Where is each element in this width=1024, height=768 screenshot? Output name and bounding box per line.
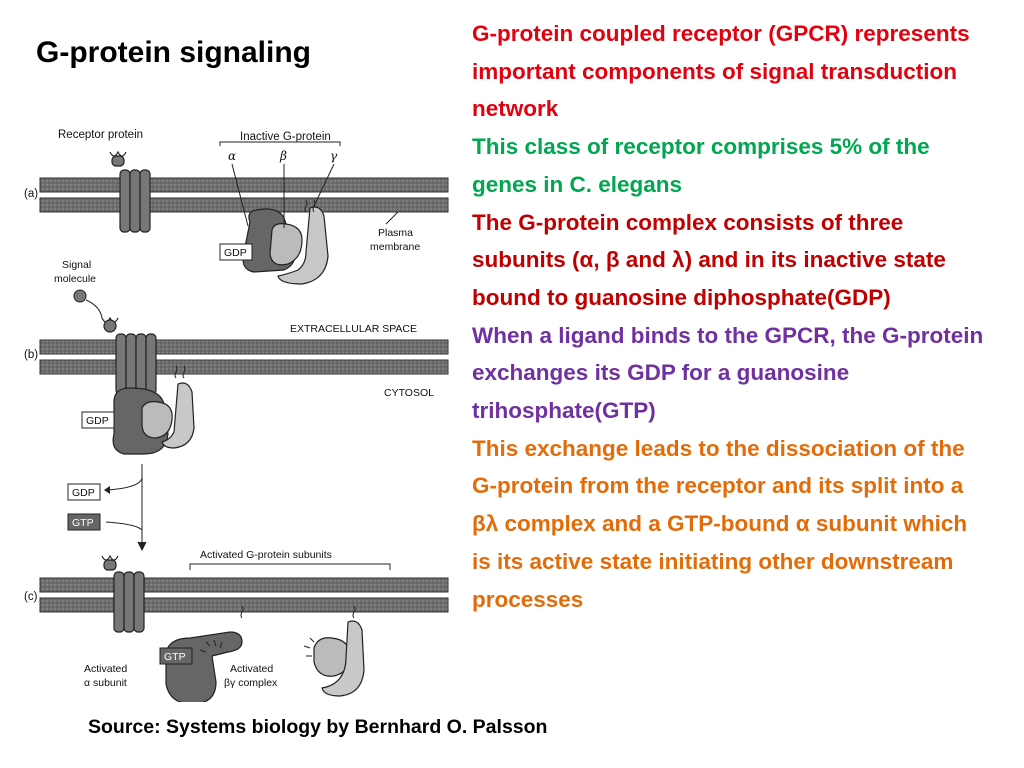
cytosol-label: CYTOSOL (384, 387, 434, 399)
inactive-g-protein-label: Inactive G-protein (240, 131, 331, 143)
gdp-label-a: GDP (224, 247, 247, 259)
panel-b: (b) Signal molecule EXTRACELLULAR SPACE … (24, 259, 449, 455)
membrane-a-outer (39, 177, 449, 193)
paragraph-dissociation: This exchange leads to the dissociation … (472, 435, 968, 612)
signal-molecule-label-2: molecule (54, 273, 96, 285)
gdp-box-a (219, 243, 253, 261)
activated-bg-label-1: Activated (230, 663, 273, 675)
membrane-c-outer (39, 577, 449, 593)
panel-c: (c) Activated G-protein subunits GTP Act… (24, 549, 449, 702)
alpha-label: α (228, 149, 236, 163)
gtp-box-c (159, 647, 193, 665)
signal-molecule-label-1: Signal (62, 259, 91, 271)
gdp-box-b (81, 411, 115, 429)
plasma-membrane-label-1: Plasma (378, 227, 413, 239)
membrane-b-outer (39, 339, 449, 355)
extracellular-label: EXTRACELLULAR SPACE (290, 323, 417, 335)
receptor-protein-c (101, 554, 145, 633)
receptor-protein-a (109, 150, 151, 233)
exchange-arrows: GDP GTP (67, 464, 147, 552)
gtp-label-c: GTP (164, 651, 186, 663)
text-panel: G-protein coupled receptor (GPCR) repres… (472, 15, 992, 618)
panel-b-tag: (b) (24, 349, 38, 361)
activated-alpha-label-1: Activated (84, 663, 127, 675)
membrane-c-inner (39, 597, 449, 613)
source-citation: Source: Systems biology by Bernhard O. P… (88, 716, 548, 738)
g-protein-inactive-a (242, 199, 329, 285)
page-title: G-protein signaling (36, 36, 311, 69)
g-protein-bound-b (112, 365, 195, 455)
panel-a-tag: (a) (24, 188, 38, 200)
gdp-label-exchange: GDP (72, 487, 95, 499)
activated-bg-label-2: βγ complex (224, 677, 278, 689)
gamma-label: γ (330, 149, 338, 163)
membrane-b-inner (39, 359, 449, 375)
panel-a: (a) GDP Receptor protein Inactive G-prot… (24, 129, 449, 285)
gdp-label-b: GDP (86, 415, 109, 427)
signal-molecule-icon (73, 289, 87, 303)
paragraph-g-protein-complex: The G-protein complex consists of three … (472, 209, 946, 310)
gtp-box-exchange (67, 513, 101, 531)
activated-subunits-label: Activated G-protein subunits (200, 549, 332, 561)
panel-c-tag: (c) (24, 591, 38, 603)
receptor-protein-b (101, 316, 157, 395)
activated-bg-complex (313, 605, 365, 697)
receptor-protein-label: Receptor protein (58, 129, 143, 141)
paragraph-ligand-binding: When a ligand binds to the GPCR, the G-p… (472, 322, 984, 424)
plasma-membrane-label-2: membrane (370, 241, 420, 253)
paragraph-gpcr: G-protein coupled receptor (GPCR) repres… (472, 21, 970, 122)
paragraph-receptor-class: This class of receptor comprises 5% of t… (472, 134, 930, 197)
g-protein-diagram: (a) GDP Receptor protein Inactive G-prot… (24, 129, 449, 702)
beta-label: β (279, 149, 287, 163)
gtp-label-exchange: GTP (72, 517, 94, 529)
gdp-box-exchange (67, 483, 101, 501)
activated-alpha-label-2: α subunit (84, 677, 127, 689)
